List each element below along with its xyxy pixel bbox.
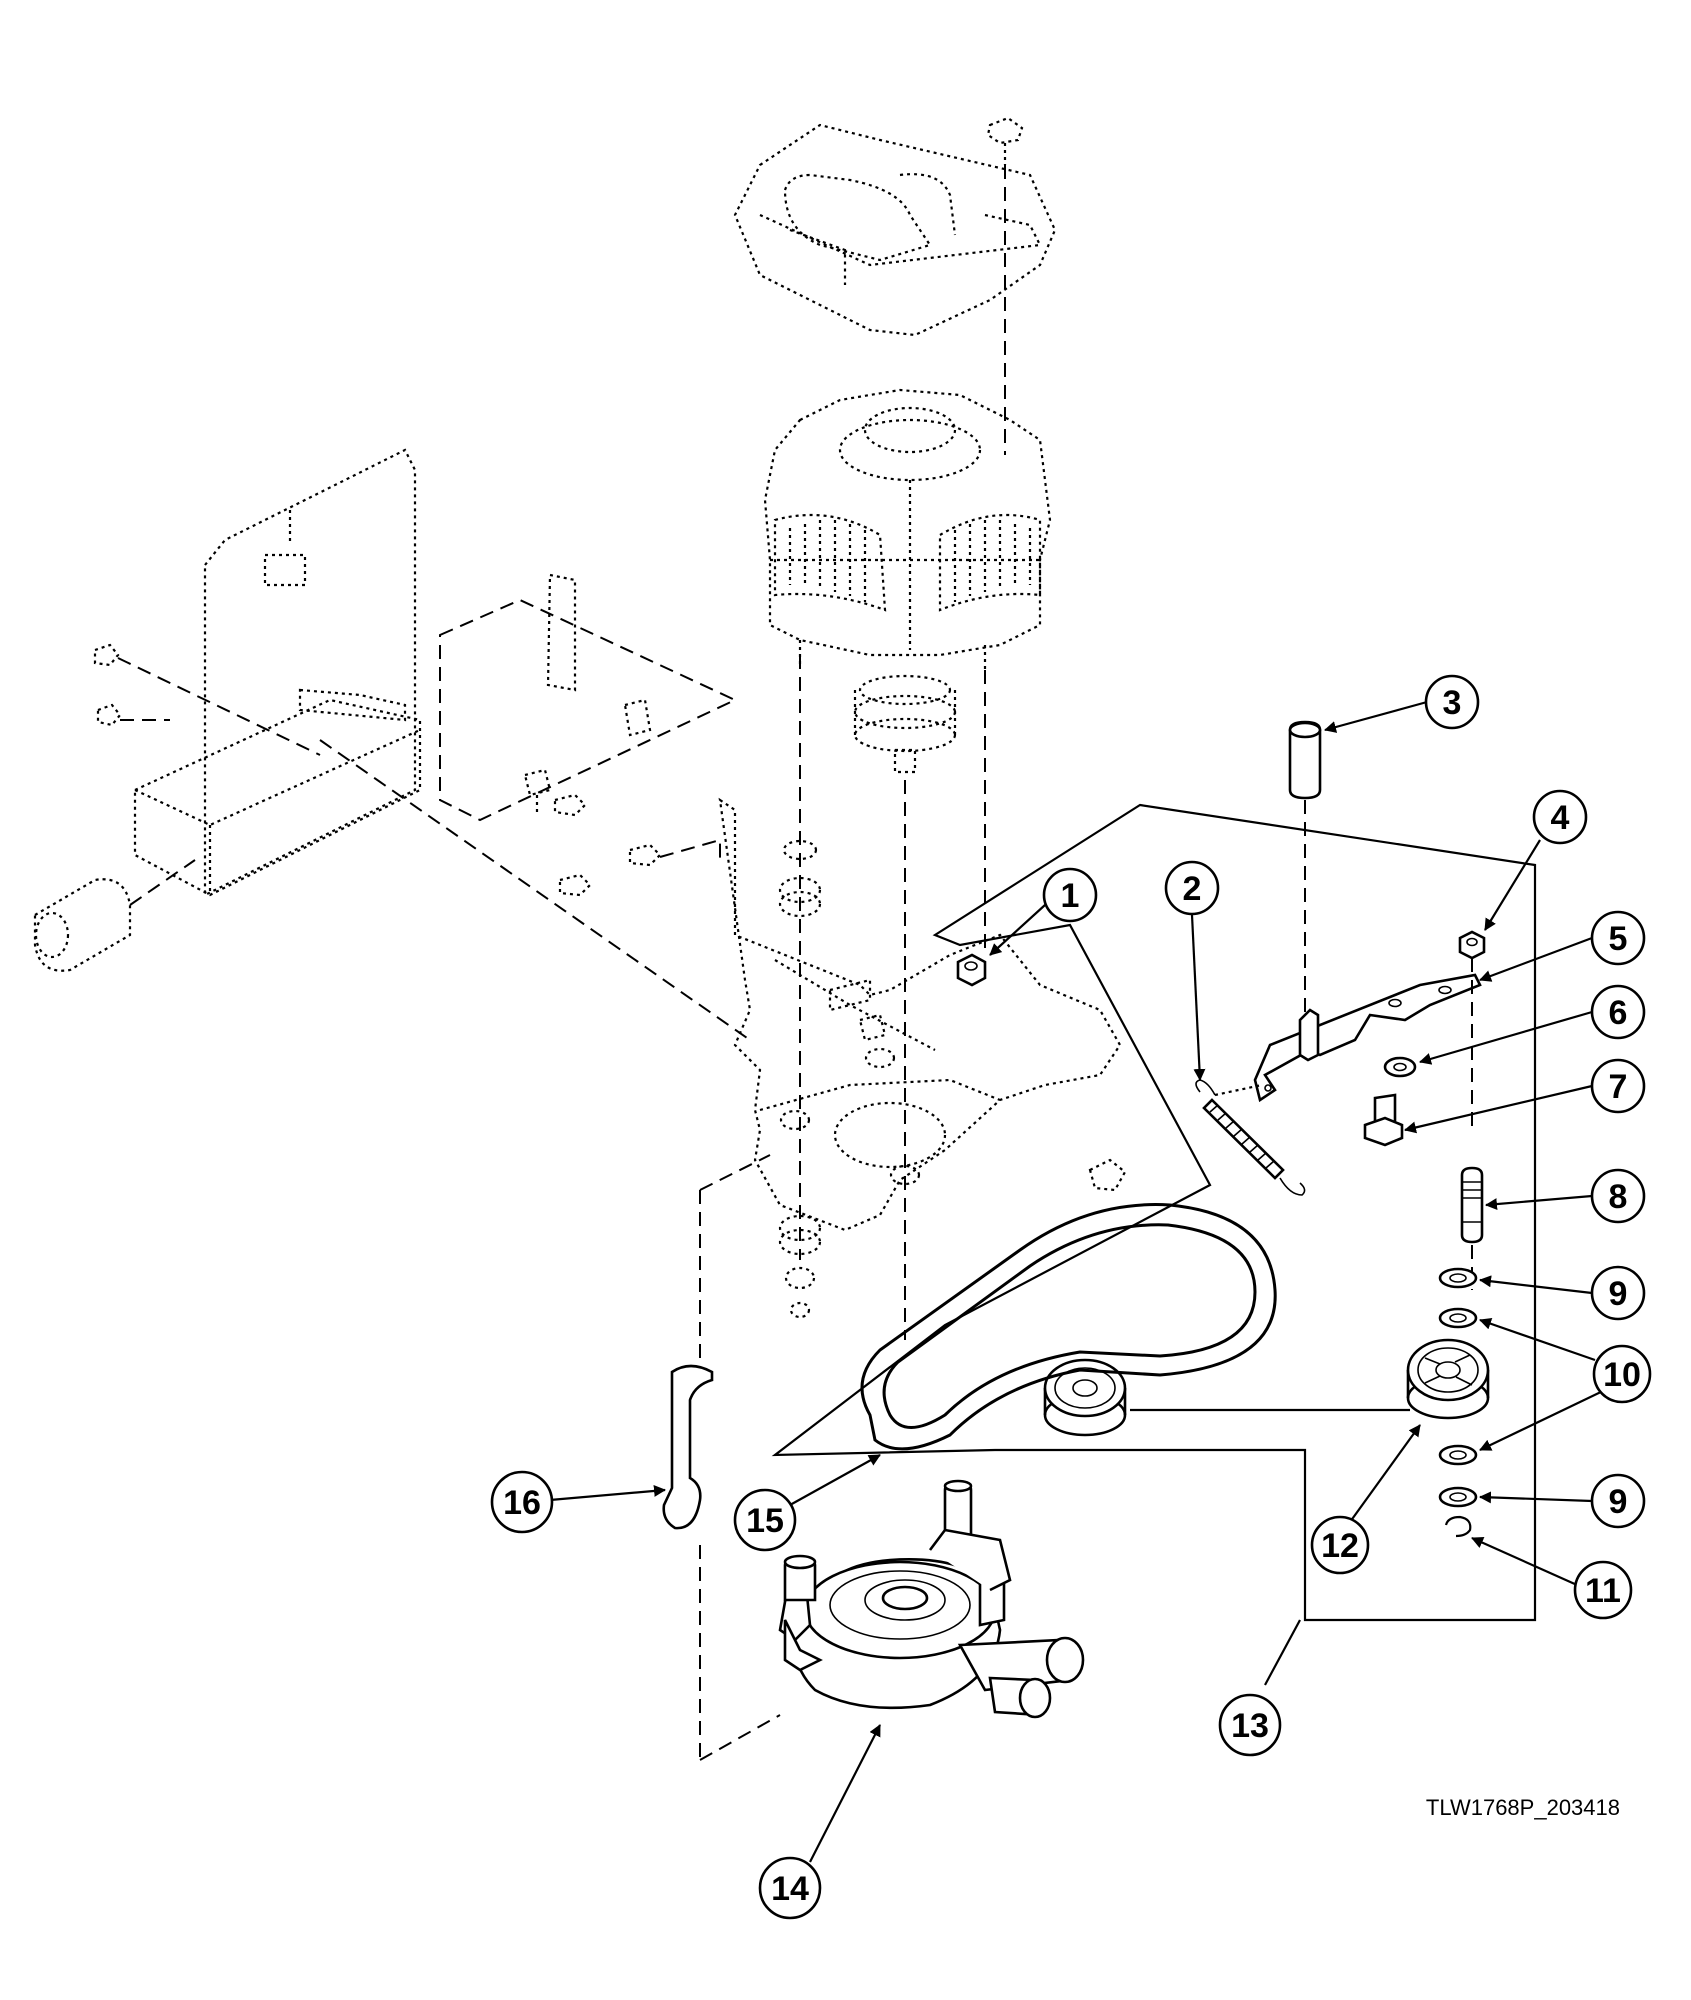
callout-label-12: 12 (1321, 1527, 1359, 1565)
callout-4: 4 (1484, 789, 1588, 931)
callout-label-2: 2 (1183, 870, 1202, 908)
callout-2: 2 (1164, 860, 1220, 1081)
callout-label-11: 11 (1585, 1572, 1621, 1610)
motor-cover-ghost (733, 123, 1057, 337)
cover-screw-ghost (986, 116, 1024, 455)
callout-9-top: 9 (1479, 1265, 1646, 1321)
callout-8: 8 (1485, 1168, 1646, 1224)
part-1-nut (956, 953, 987, 987)
callout-5: 5 (1479, 910, 1646, 982)
kit-outline (771, 803, 1537, 1622)
callout-9-bottom: 9 (1479, 1473, 1646, 1529)
part-4-nut (1458, 930, 1486, 1130)
callout-12: 12 (1310, 1424, 1421, 1575)
grommet-stack-ghost (778, 655, 986, 1340)
callout-3: 3 (1324, 674, 1480, 733)
callout-1: 1 (989, 867, 1098, 956)
switch-bracket-ghost (133, 448, 738, 897)
part-16-clip (662, 1154, 781, 1761)
callout-label-15: 15 (746, 1502, 784, 1540)
part-7-bolt (1363, 1093, 1404, 1147)
callout-15: 15 (733, 1454, 881, 1552)
leader-lines (1130, 1408, 1410, 1686)
motor-ghost (763, 388, 1052, 774)
callout-label-5: 5 (1609, 920, 1628, 958)
callout-16: 16 (490, 1470, 666, 1534)
callout-label-7: 7 (1609, 1068, 1628, 1106)
part-14-pump (778, 1479, 1085, 1719)
callout-label-8: 8 (1609, 1178, 1628, 1216)
part-5-idler-arm (1253, 973, 1482, 1103)
drawing-code: TLW1768P_203418 (1426, 1795, 1620, 1820)
part-15-belt (860, 1203, 1277, 1451)
callout-7: 7 (1404, 1058, 1646, 1134)
part-8-stud (1460, 1166, 1484, 1290)
motor-mount-base-ghost (718, 797, 1127, 1232)
callout-11: 11 (1471, 1536, 1633, 1620)
callout-label-13: 13 (1231, 1707, 1269, 1745)
callout-13: 13 (1218, 1693, 1282, 1757)
callout-label-10: 10 (1603, 1356, 1641, 1394)
callout-label-6: 6 (1609, 994, 1628, 1032)
callout-label-9-bottom: 9 (1609, 1483, 1628, 1521)
callout-14: 14 (758, 1724, 881, 1920)
callout-10: 10 (1479, 1317, 1652, 1451)
callout-label-3: 3 (1443, 684, 1462, 722)
part-2-spring (1195, 1079, 1306, 1196)
callout-label-9-top: 9 (1609, 1275, 1628, 1313)
left-screws-ghost (33, 643, 751, 1041)
callout-label-4: 4 (1551, 799, 1570, 837)
right-washer-stack (1438, 1267, 1478, 1538)
part-12-idler-pulley (1406, 1338, 1490, 1420)
part-3-spacer (1288, 720, 1322, 1020)
callout-label-14: 14 (771, 1870, 809, 1908)
callout-label-1: 1 (1061, 877, 1080, 915)
part-6-washer (1383, 1056, 1417, 1078)
callout-6: 6 (1419, 984, 1646, 1065)
callout-label-16: 16 (503, 1484, 541, 1522)
